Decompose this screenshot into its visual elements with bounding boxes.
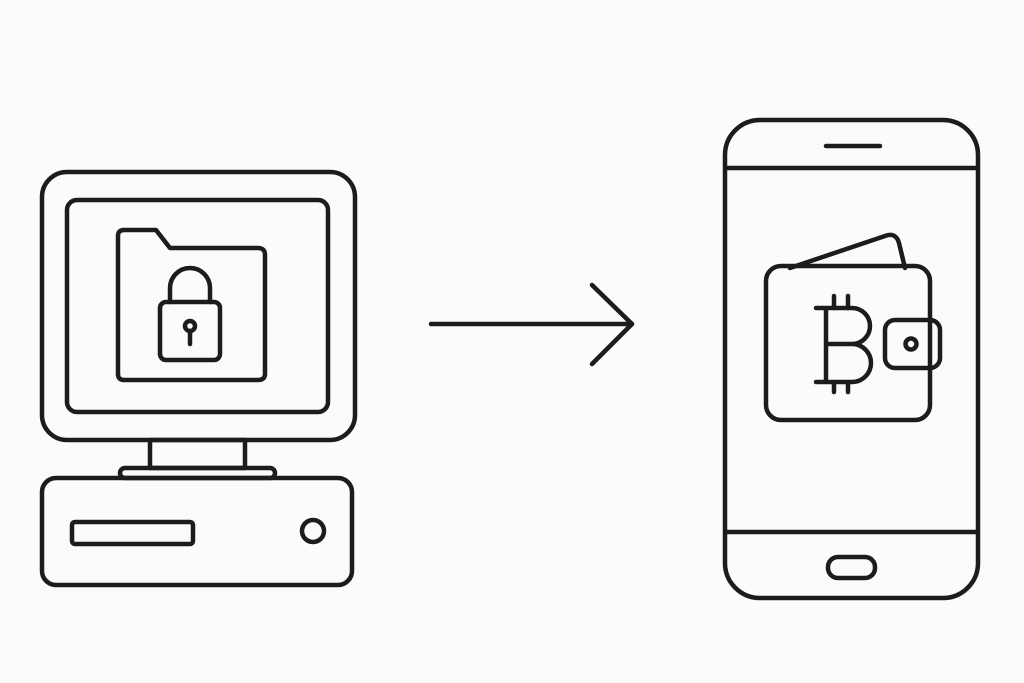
home-button (825, 554, 878, 581)
folder-icon (115, 227, 268, 383)
bitcoin-icon (813, 293, 874, 395)
monitor-screen (64, 197, 331, 415)
wallet-body (763, 263, 933, 423)
disk-drive-slot (69, 519, 196, 547)
monitor-frame (39, 169, 358, 443)
locked-folder-icon (115, 227, 268, 383)
arrow-right-icon (428, 282, 635, 367)
desktop-computer-icon (39, 169, 358, 588)
smartphone-icon (722, 117, 981, 601)
wallet-clasp (882, 317, 943, 371)
padlock-icon (157, 265, 223, 363)
bitcoin-wallet-icon (763, 232, 943, 423)
monitor-neck (147, 437, 248, 471)
computer-case (39, 475, 355, 588)
wallet-flap (787, 232, 908, 271)
phone-body (722, 117, 981, 601)
power-button-icon (299, 517, 327, 545)
